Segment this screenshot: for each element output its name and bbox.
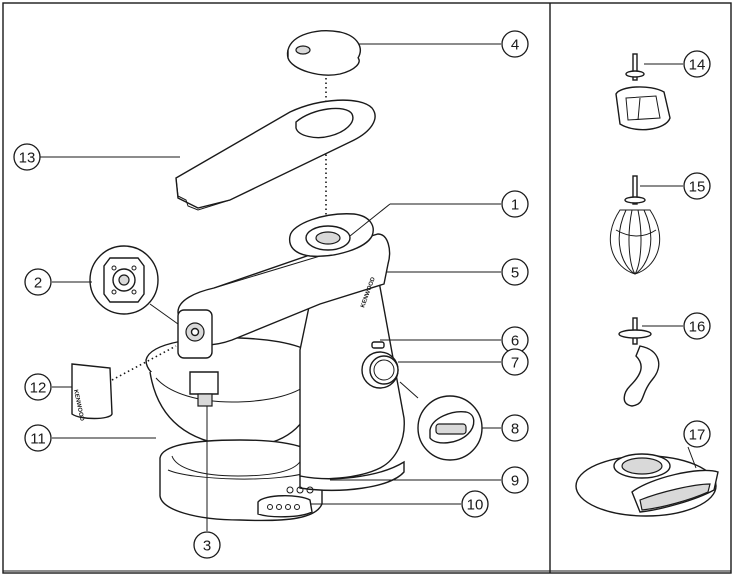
callout-3: 3 <box>193 531 221 559</box>
svg-text:12: 12 <box>30 380 47 397</box>
callout-9: 9 <box>501 466 529 494</box>
mixer-body-illustration: KENWOOD <box>145 213 405 522</box>
outlet-cover-12-illustration: KENWOOD <box>71 363 113 422</box>
callout-13: 13 <box>13 143 41 171</box>
svg-text:6: 6 <box>511 333 519 350</box>
leader-lines <box>40 43 697 531</box>
callout-16: 16 <box>683 312 711 340</box>
top-cover-illustration <box>286 30 361 76</box>
callout-4: 4 <box>501 30 529 58</box>
callout-2: 2 <box>24 268 52 296</box>
callout-7: 7 <box>501 348 529 376</box>
svg-text:5: 5 <box>511 265 519 282</box>
callout-17: 17 <box>683 420 711 448</box>
k-beater-illustration <box>615 53 671 131</box>
whisk-illustration <box>609 175 661 275</box>
callout-12: 12 <box>24 373 52 401</box>
lever-detail-inset <box>399 381 483 461</box>
callout-1: 1 <box>501 190 529 218</box>
svg-text:16: 16 <box>689 319 706 336</box>
callout-14: 14 <box>683 50 711 78</box>
svg-text:11: 11 <box>30 431 46 448</box>
outlet-cover-illustration <box>175 99 376 211</box>
callout-10: 10 <box>461 490 489 518</box>
cover-dotted-line <box>111 345 177 381</box>
svg-text:10: 10 <box>467 497 484 514</box>
svg-text:4: 4 <box>511 37 519 54</box>
svg-text:9: 9 <box>511 473 519 490</box>
callout-8: 8 <box>501 414 529 442</box>
splash-guard-illustration <box>575 453 719 517</box>
callout-11: 11 <box>24 424 52 452</box>
svg-text:14: 14 <box>689 57 706 74</box>
svg-text:15: 15 <box>689 179 706 196</box>
svg-text:8: 8 <box>511 421 519 438</box>
svg-text:13: 13 <box>19 150 36 167</box>
svg-text:1: 1 <box>511 197 519 214</box>
svg-text:2: 2 <box>34 275 42 292</box>
callout-15: 15 <box>683 172 711 200</box>
callout-6: 6 <box>501 326 529 354</box>
svg-text:17: 17 <box>689 427 706 444</box>
dough-hook-illustration <box>618 317 660 407</box>
svg-text:3: 3 <box>203 538 211 555</box>
svg-text:7: 7 <box>511 355 519 372</box>
callout-5: 5 <box>501 258 529 286</box>
outlet-detail-inset <box>89 245 179 325</box>
